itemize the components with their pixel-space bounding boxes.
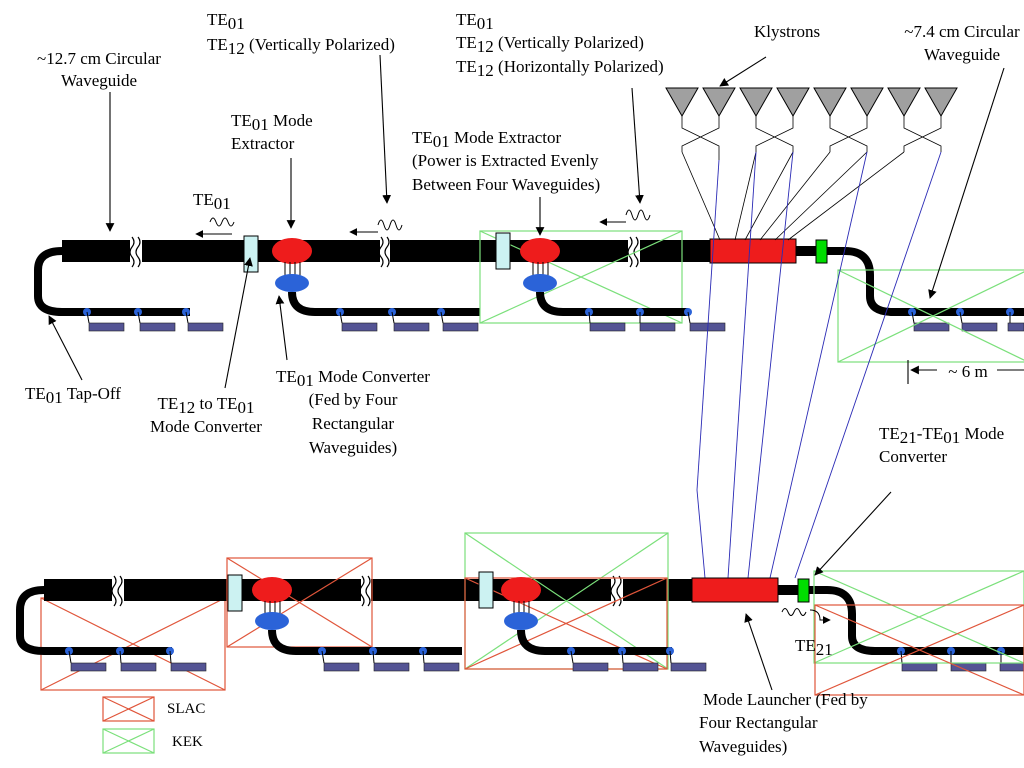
bottom-system	[16, 532, 1024, 696]
te12-converter-label-2: Mode Converter	[150, 417, 262, 436]
tap-off-group-7	[567, 647, 707, 672]
top-modes-a-1: TE01	[207, 10, 245, 33]
tap-off-group-4	[908, 308, 1024, 332]
te01-converter-4	[504, 612, 538, 630]
te12-coupler-2	[495, 232, 511, 270]
te21-signal-label: TE21	[795, 636, 833, 659]
klystron-1	[665, 87, 699, 118]
pointer-arrows	[48, 54, 1024, 691]
te01-extractor-4	[501, 577, 541, 603]
waveguide-small-label-1: ~7.4 cm Circular	[904, 22, 1020, 41]
legend: SLAC KEK	[102, 696, 205, 754]
top-system	[34, 87, 1024, 579]
te01-extractor-3	[252, 577, 292, 603]
extractor1-label-2: Extractor	[231, 134, 295, 153]
klystron-6	[850, 87, 884, 118]
te21-converter-label-1: TE21-TE01 Mode	[879, 424, 1004, 447]
te01-converter-label-2: (Fed by Four	[309, 390, 398, 409]
return-loop-top	[34, 247, 190, 316]
te01-converter-1	[275, 274, 309, 292]
kek-box-bottom-right	[813, 570, 1024, 664]
te12-coupler-1	[243, 235, 259, 273]
klystron-7	[887, 87, 921, 118]
extractor2-label-2: (Power is Extracted Evenly	[412, 151, 599, 170]
legend-label-kek: KEK	[172, 734, 203, 750]
te21-converter-label-2: Converter	[879, 447, 947, 466]
te01-extractor-1	[272, 238, 312, 264]
te12-wave-2	[625, 209, 651, 221]
tap-off-group-2	[336, 308, 479, 332]
top-modes-b-1: TE01	[456, 10, 494, 33]
top-modes-a-2: TE12 (Vertically Polarized)	[207, 35, 395, 58]
top-modes-b-3: TE12 (Horizontally Polarized)	[456, 57, 664, 80]
extractor1-label-1: TE01 Mode	[231, 111, 313, 134]
waveguide-large-label: ~12.7 cm Circular	[37, 49, 161, 68]
klystron-3	[739, 87, 773, 118]
te21-wave	[781, 608, 807, 616]
te01-extractor-2	[520, 238, 560, 264]
klystron-4	[776, 87, 810, 118]
tap-off-group-1	[83, 308, 224, 332]
te12-coupler-3	[227, 574, 243, 612]
te01-signal-label: TE01	[193, 190, 231, 213]
klystron-8	[924, 87, 958, 118]
waveguide-large-label-2: Waveguide	[61, 71, 137, 90]
waveguide-small-label-2: Waveguide	[924, 45, 1000, 64]
tap-off-label: TE01 Tap-Off	[25, 384, 121, 407]
klystron-bank	[665, 87, 958, 579]
te01-converter-label-3: Rectangular	[312, 414, 394, 433]
labels: ~12.7 cm Circular Waveguide TE01 TE01 Mo…	[25, 10, 1020, 756]
kek-box-top-right	[837, 269, 1024, 363]
mode-launcher-label-3: Waveguides)	[699, 737, 787, 756]
slac-box-bottom-2	[226, 557, 373, 648]
slac-box-bottom-left	[40, 597, 226, 691]
top-modes-b-2: TE12 (Vertically Polarized)	[456, 33, 644, 56]
te12-wave-1	[377, 219, 403, 231]
klystron-2	[702, 87, 736, 118]
extractor2-label-1: TE01 Mode Extractor	[412, 128, 562, 151]
signal-waves	[195, 209, 831, 624]
te01-converter-label-4: Waveguides)	[309, 438, 397, 457]
mode-launcher-label-1: Mode Launcher (Fed by	[703, 690, 868, 709]
te12-converter-label-1: TE12 to TE01	[158, 394, 255, 417]
te01-wave-top	[209, 217, 235, 227]
te01-converter-3	[255, 612, 289, 630]
slac-box-bottom-right	[814, 604, 1024, 696]
klystron-5	[813, 87, 847, 118]
tap-off-group-5	[65, 647, 207, 672]
legend-label-slac: SLAC	[167, 701, 205, 717]
mode-launcher-bottom	[691, 577, 779, 603]
legend-item-slac: SLAC	[102, 696, 205, 722]
te01-converter-label-1: TE01 Mode Converter	[276, 367, 430, 390]
mode-launcher-label-2: Four Rectangular	[699, 713, 818, 732]
te12-coupler-4	[478, 571, 494, 609]
extractor2-label-3: Between Four Waveguides)	[412, 175, 600, 194]
six-m-label: ~ 6 m	[948, 362, 987, 381]
te21-converter-top	[815, 239, 828, 264]
tap-off-group-6	[318, 647, 460, 672]
klystrons-label: Klystrons	[754, 22, 820, 41]
te01-converter-2	[523, 274, 557, 292]
te21-converter-bottom	[797, 578, 810, 603]
return-loop-bottom	[16, 586, 172, 655]
kek-box-top-middle	[479, 230, 683, 324]
legend-item-kek: KEK	[102, 728, 203, 754]
